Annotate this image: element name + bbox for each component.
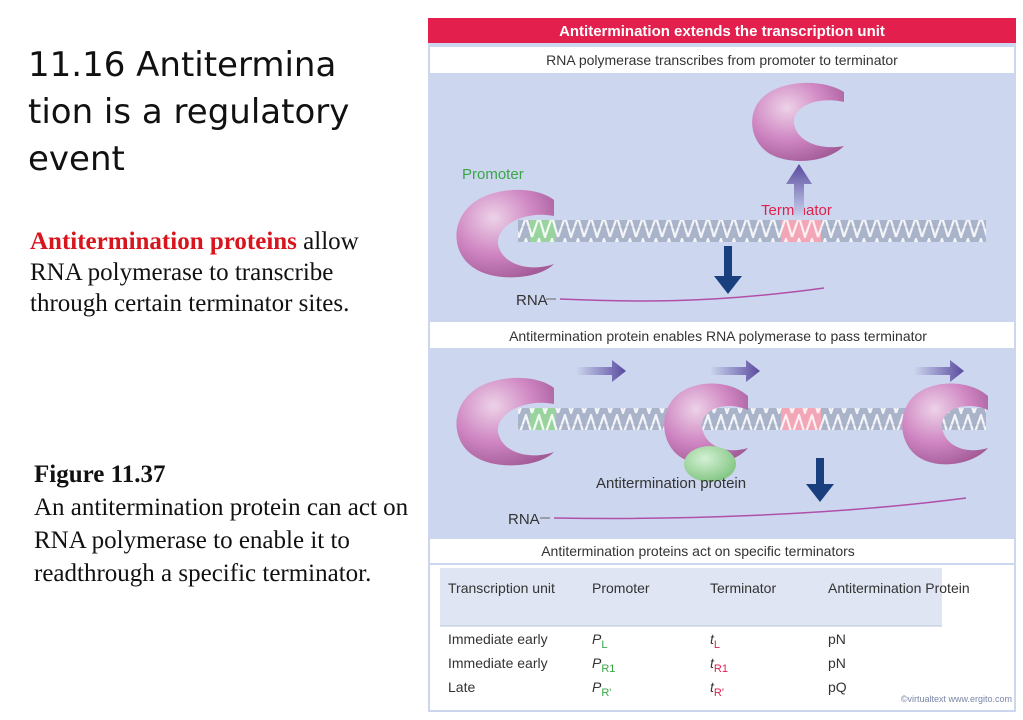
row1-promoter: PL bbox=[592, 631, 607, 651]
promoter-region-1 bbox=[530, 220, 556, 242]
antitermination-protein-shape bbox=[684, 446, 736, 482]
row3-protein: pQ bbox=[828, 679, 847, 695]
figure: Antitermination extends the transcriptio… bbox=[428, 18, 1016, 712]
table-header-bg bbox=[440, 568, 942, 626]
table-row: Late PR' tR' pQ bbox=[448, 679, 847, 699]
antitermination-protein-label: Antitermination protein bbox=[596, 475, 746, 492]
figure-header: Antitermination extends the transcriptio… bbox=[559, 23, 885, 40]
released-polymerase bbox=[752, 82, 844, 161]
body-rest: allow RNA polymerase to transcribe throu… bbox=[30, 228, 359, 317]
highlight-text: Antitermination proteins bbox=[30, 228, 297, 255]
figure-caption: Figure 11.37 An antitermination protein … bbox=[34, 458, 414, 590]
row2-terminator: tR1 bbox=[710, 655, 728, 675]
dna-strand-2 bbox=[518, 408, 986, 430]
promoter-region-2 bbox=[530, 408, 556, 430]
panel2-title: Antitermination protein enables RNA poly… bbox=[509, 328, 927, 344]
panel3-title-bar bbox=[430, 539, 1014, 563]
rna-polymerase-2a bbox=[456, 377, 554, 466]
rna-label-2: RNA bbox=[508, 511, 540, 528]
row1-protein: pN bbox=[828, 631, 846, 647]
row2-unit: Immediate early bbox=[448, 655, 548, 671]
th-unit: Transcription unit bbox=[448, 580, 555, 596]
motion-arrow-2 bbox=[710, 360, 760, 382]
panel1-title: RNA polymerase transcribes from promoter… bbox=[546, 52, 898, 68]
panel3-title: Antitermination proteins act on specific… bbox=[541, 543, 855, 559]
rna-polymerase-1 bbox=[456, 189, 554, 278]
watermark: ©virtualtext www.ergito.com bbox=[901, 694, 1012, 704]
figure-label: Figure 11.37 bbox=[34, 461, 166, 488]
promoter-label: Promoter bbox=[462, 166, 524, 183]
motion-arrow-1 bbox=[576, 360, 626, 382]
row2-promoter: PR1 bbox=[592, 655, 615, 675]
th-protein: Antitermination Protein bbox=[828, 580, 970, 596]
slide-title: 11.16 Antitermina tion is a regulatory e… bbox=[28, 45, 350, 179]
table-row: Immediate early PR1 tR1 pN bbox=[448, 655, 846, 675]
down-arrow-2 bbox=[806, 458, 834, 502]
rna-polymerase-2b bbox=[664, 383, 748, 465]
rna-transcript-2 bbox=[553, 497, 967, 520]
release-arrow bbox=[786, 164, 812, 218]
dna-strand-1 bbox=[518, 220, 986, 242]
rna-polymerase-2c bbox=[902, 383, 988, 465]
row2-protein: pN bbox=[828, 655, 846, 671]
row3-unit: Late bbox=[448, 679, 475, 695]
panel2-title-bar bbox=[430, 322, 1014, 348]
row1-unit: Immediate early bbox=[448, 631, 548, 647]
th-promoter: Promoter bbox=[592, 580, 650, 596]
body-text: Antitermination proteins allow RNA polym… bbox=[30, 226, 405, 319]
terminator-region-1 bbox=[781, 220, 821, 242]
caption-text: An antitermination protein can act on RN… bbox=[34, 494, 409, 587]
row3-terminator: tR' bbox=[710, 679, 724, 699]
row3-promoter: PR' bbox=[592, 679, 611, 699]
motion-arrow-3 bbox=[914, 360, 964, 382]
rna-label-1: RNA bbox=[516, 292, 548, 309]
rna-transcript-1 bbox=[559, 287, 825, 302]
panel1-title-bar bbox=[430, 47, 1014, 73]
row1-terminator: tL bbox=[710, 631, 720, 651]
terminator-region-2 bbox=[781, 408, 821, 430]
th-terminator: Terminator bbox=[710, 580, 776, 596]
down-arrow-1 bbox=[714, 246, 742, 294]
table-row: Immediate early PL tL pN bbox=[448, 631, 846, 651]
figure-header-bar bbox=[428, 18, 1016, 43]
